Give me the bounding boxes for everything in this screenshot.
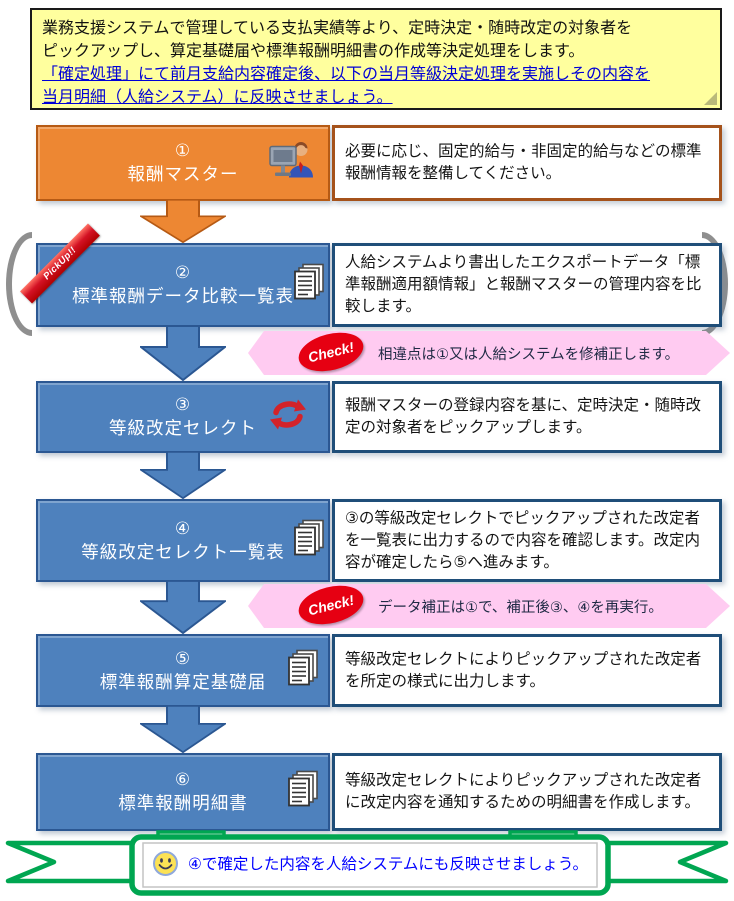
documents-icon xyxy=(292,263,326,308)
step-box-6-hoshu-meisaisho: ⑥ 標準報酬明細書 xyxy=(36,753,330,831)
documents-icon xyxy=(292,518,326,563)
desc-box-4: ③の等級改定セレクトでピックアップされた改定者を一覧表に出力するので内容を確認し… xyxy=(332,499,722,582)
step-box-3-tokyu-kaitei-select: ③ 等級改定セレクト xyxy=(36,381,330,453)
footer-ribbon xyxy=(5,830,729,896)
step-box-2-hikaku-ichiranhyo: PickUp!! ② 標準報酬データ比較一覧表 xyxy=(20,223,330,327)
intro-note: 業務支援システムで管理している支払実績等より、定時決定・随時改定の対象者を ピッ… xyxy=(30,8,722,110)
folded-corner-icon xyxy=(704,92,717,105)
step-title: 標準報酬明細書 xyxy=(118,793,248,813)
person-computer-icon xyxy=(268,140,316,187)
refresh-icon xyxy=(270,399,306,436)
desc-box-6: 等級改定セレクトによりピックアップされた改定者に改定内容を通知するための明細書を… xyxy=(332,753,722,831)
check-badge-icon: Check! xyxy=(295,580,368,631)
documents-icon xyxy=(286,770,320,815)
step-title: 報酬マスター xyxy=(127,164,239,184)
desc-text: ③の等級改定セレクトでピックアップされた改定者を一覧表に出力するので内容を確認し… xyxy=(345,509,700,571)
step-box-5-santei-kisotodoke: ⑤ 標準報酬算定基礎届 xyxy=(36,634,330,707)
down-arrow-icon xyxy=(140,451,226,499)
step-number: ③ xyxy=(174,395,192,414)
desc-text: 等級改定セレクトによりピックアップされた改定者を所定の様式に出力します。 xyxy=(345,650,702,690)
desc-text: 等級改定セレクトによりピックアップされた改定者に改定内容を通知するための明細書を… xyxy=(345,772,702,811)
desc-text: 必要に応じ、固定的給与・非固定的給与などの標準報酬情報を整備してください。 xyxy=(345,143,702,182)
step-number: ② xyxy=(174,263,192,282)
step-number: ⑤ xyxy=(174,648,192,668)
step-title: 等級改定セレクト一覧表 xyxy=(81,541,285,562)
step-title: 標準報酬算定基礎届 xyxy=(99,671,267,692)
step-box-4-select-ichiranhyo: ④ 等級改定セレクト一覧表 xyxy=(36,499,330,582)
smiley-icon xyxy=(152,850,179,877)
step-number: ④ xyxy=(174,518,192,538)
intro-note-link-line[interactable]: 「確定処理」にて前月支給内容確定後、以下の当月等級決定処理を実施しその内容を xyxy=(42,66,651,83)
step-number: ⑥ xyxy=(174,770,192,789)
footer-message: ④で確定した内容を人給システムにも反映させましょう。 xyxy=(142,841,598,885)
desc-box-5: 等級改定セレクトによりピックアップされた改定者を所定の様式に出力します。 xyxy=(332,634,722,707)
step-title: 等級改定セレクト xyxy=(109,418,257,438)
check-text: データ補正は①で、補正後③、④を再実行。 xyxy=(378,599,663,616)
desc-box-3: 報酬マスターの登録内容を基に、定時決定・随時改定の対象者をピックアップします。 xyxy=(332,381,722,453)
footer-text: ④で確定した内容を人給システムにも反映させましょう。 xyxy=(187,856,588,873)
down-arrow-icon xyxy=(140,580,226,634)
check-badge-icon: Check! xyxy=(295,327,368,378)
intro-note-line: 業務支援システムで管理している支払実績等より、定時決定・随時改定の対象者を xyxy=(42,20,633,37)
check-banner-2: Check! データ補正は①で、補正後③、④を再実行。 xyxy=(248,584,730,628)
check-banner-1: Check! 相違点は①又は人給システムを修補正します。 xyxy=(248,331,730,375)
step-number: ① xyxy=(174,141,192,160)
desc-text: 報酬マスターの登録内容を基に、定時決定・随時改定の対象者をピックアップします。 xyxy=(345,397,702,436)
documents-icon xyxy=(286,648,320,693)
down-arrow-icon xyxy=(140,325,226,381)
intro-note-line: ピックアップし、算定基礎届や標準報酬明細書の作成等決定処理をします。 xyxy=(42,43,585,60)
down-arrow-icon xyxy=(140,705,226,753)
desc-box-1: 必要に応じ、固定的給与・非固定的給与などの標準報酬情報を整備してください。 xyxy=(332,125,722,201)
desc-text: 人給システムより書出したエクスポートデータ「標準報酬適用額情報」と報酬マスターの… xyxy=(345,254,702,315)
step-box-1-hoshu-master: ① 報酬マスター xyxy=(36,125,330,201)
check-text: 相違点は①又は人給システムを修補正します。 xyxy=(378,346,680,363)
down-arrow-icon xyxy=(140,199,226,243)
step-title: 標準報酬データ比較一覧表 xyxy=(72,286,294,306)
intro-note-link-line[interactable]: 当月明細（人給システム）に反映させましょう。 xyxy=(42,89,393,106)
desc-box-2: 人給システムより書出したエクスポートデータ「標準報酬適用額情報」と報酬マスターの… xyxy=(332,243,722,327)
